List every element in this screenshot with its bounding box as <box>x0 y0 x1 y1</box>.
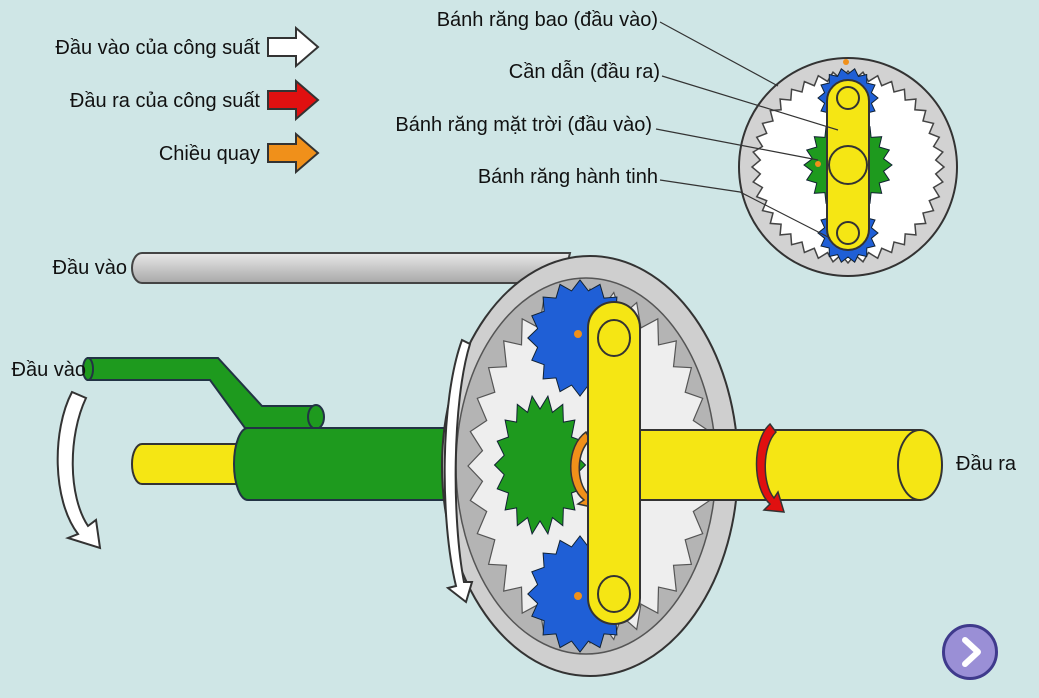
planet-pin-bottom <box>836 221 860 245</box>
callout-line-planet <box>659 179 831 239</box>
gear-front-view <box>738 57 958 277</box>
rotation-arrow-icon <box>267 131 320 175</box>
gray-shaft <box>131 252 572 284</box>
next-button[interactable] <box>942 624 998 680</box>
planet-marker-bottom <box>574 592 582 600</box>
marker-dot-sun <box>815 161 821 167</box>
label-input-left: Đầu vào <box>12 359 87 381</box>
sun-input-shaft: Đầu vào <box>12 357 501 501</box>
carrier-arm-main <box>587 301 641 625</box>
chevron-right-icon <box>962 637 981 667</box>
callouts: Bánh răng bao (đầu vào) Cần dẫn (đầu ra)… <box>395 9 839 239</box>
label-output: Đầu ra <box>956 453 1017 475</box>
center-shaft-small <box>828 145 868 185</box>
planet-marker-top <box>574 330 582 338</box>
label-input-top: Đầu vào <box>53 257 128 279</box>
output-power-arrow-icon <box>267 78 320 122</box>
green-stub-end <box>307 404 325 430</box>
input-rotation-arrow-icon <box>56 390 102 550</box>
callout-planet-gear: Bánh răng hành tinh <box>478 166 658 188</box>
output-shaft-end <box>897 429 943 501</box>
planet-pin-top <box>836 86 860 110</box>
ring-input-shaft: Đầu vào <box>53 252 572 284</box>
callout-line-ring <box>659 21 779 87</box>
callout-carrier: Cần dẫn (đầu ra) <box>509 60 660 83</box>
output-rotation-arrow-icon <box>755 422 786 513</box>
carrier-pin-top <box>597 319 631 357</box>
carrier-pin-bottom <box>597 575 631 613</box>
legend-input-power-label: Đầu vào của công suất <box>55 37 260 59</box>
marker-dot-ring <box>843 59 849 65</box>
ring-rotation-arrow-icon <box>443 338 474 604</box>
callout-sun-gear: Bánh răng mặt trời (đầu vào) <box>395 114 652 136</box>
callout-line-carrier <box>661 75 839 131</box>
green-lever-end <box>82 357 94 381</box>
legend-rotation-label: Chiều quay <box>159 143 260 165</box>
green-shaft <box>233 427 501 501</box>
input-power-arrow-icon <box>267 25 320 69</box>
yellow-shaft-left <box>131 443 251 485</box>
sun-gear-main <box>493 394 587 536</box>
callout-line-sun <box>655 128 819 161</box>
legend-output-power-label: Đầu ra của công suất <box>70 90 261 112</box>
callout-ring-gear: Bánh răng bao (đầu vào) <box>437 9 658 31</box>
green-lever <box>87 357 313 429</box>
legend: Đầu vào của công suất Đầu ra của công su… <box>55 25 320 175</box>
